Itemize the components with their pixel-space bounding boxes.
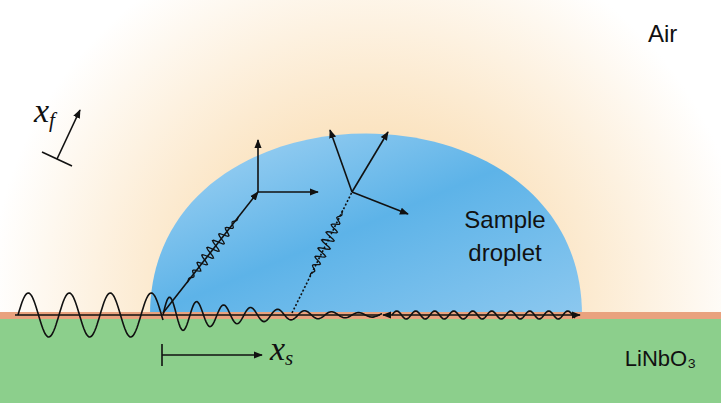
xs-arrow	[162, 354, 262, 356]
math-label: xs	[270, 330, 293, 371]
leaky-ray-dotted	[292, 192, 352, 313]
math-label: xf	[34, 92, 55, 133]
refracted-arrow	[330, 130, 352, 192]
substrate-fill	[0, 312, 721, 403]
acoustic-wave	[163, 297, 382, 330]
reflected-arrow	[258, 191, 318, 193]
refracted-arrow	[257, 140, 259, 192]
substrate-label: LiNbO₃	[608, 346, 713, 372]
region-label: Air	[648, 20, 677, 48]
sample-droplet: Sample droplet	[150, 133, 582, 315]
xf-arrow	[57, 110, 80, 159]
leaky-ray	[163, 192, 258, 313]
droplet-label: Sample droplet	[440, 203, 570, 269]
double-arrow	[383, 314, 580, 316]
substrate-band: LiNbO₃	[0, 312, 721, 403]
surface-line	[15, 314, 380, 316]
reflected-arrow	[352, 192, 408, 214]
refracted-arrow	[352, 132, 388, 192]
